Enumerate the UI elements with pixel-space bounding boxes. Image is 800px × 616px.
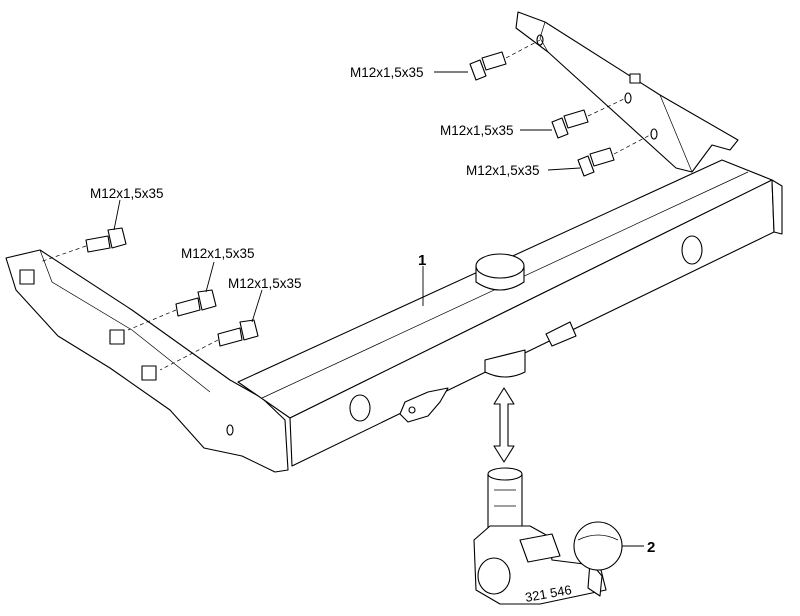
bolt-right-3 [577,133,653,177]
bolt-label-left-middle: M12x1,5x35 [181,246,255,261]
right-side-bracket [515,11,739,173]
bolt-right-2 [551,97,627,139]
detachable-ball-neck [473,467,623,605]
bolt-label-right-lower: M12x1,5x35 [466,163,540,178]
bolt-right-1 [469,39,541,81]
leader-lines [113,71,644,547]
cross-beam [237,159,783,467]
bolt-left-1 [39,227,127,263]
bolt-label-top: M12x1,5x35 [350,65,424,80]
bolt-label-left-lower: M12x1,5x35 [228,276,302,291]
bolt-label-left-upper: M12x1,5x35 [90,186,164,201]
part-number-1: 1 [418,252,426,269]
part-number-2: 2 [647,539,655,556]
bolt-left-2 [127,289,217,331]
left-side-bracket [5,249,289,473]
insert-direction-arrow [493,387,515,463]
bolt-left-3 [159,319,259,371]
bolt-label-right-middle: M12x1,5x35 [440,123,514,138]
